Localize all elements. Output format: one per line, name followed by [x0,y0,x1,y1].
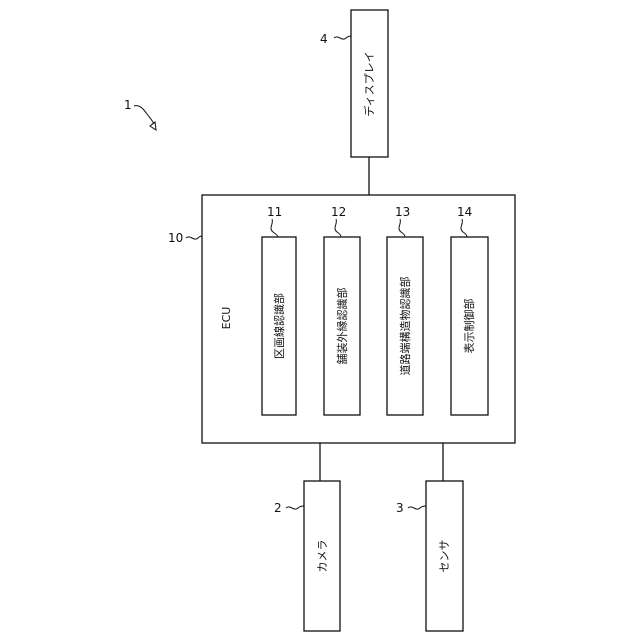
unit-11-ref-label: 11 [267,205,282,219]
display-ref-leader [334,36,352,39]
ecu-label: ECU [220,307,233,330]
unit-12-ref-label: 12 [331,205,346,219]
sensor-ref-leader [408,506,426,509]
figure-ref-arrowhead [150,122,156,130]
display-label: ディスプレイ [362,51,376,116]
camera-ref-label: 2 [274,501,282,515]
sensor-ref-label: 3 [396,501,404,515]
sensor-label: センサ [438,540,451,573]
ecu-ref-leader [186,236,202,239]
unit-13-ref-label: 13 [395,205,410,219]
figure-ref-label: 1 [124,98,132,112]
unit-11-label: 区画線認識部 [272,293,286,359]
ecu-ref-label: 10 [168,231,183,245]
camera-label: カメラ [316,540,329,573]
unit-14-ref-label: 14 [457,205,472,219]
figure-ref-leader [134,106,154,124]
camera-ref-leader [286,506,304,509]
unit-14-label: 表示制御部 [462,299,476,354]
unit-13-label: 道路端構造物認識部 [398,277,412,376]
display-ref-label: 4 [320,32,328,46]
unit-12-label: 舗装外縁認識部 [335,288,349,365]
